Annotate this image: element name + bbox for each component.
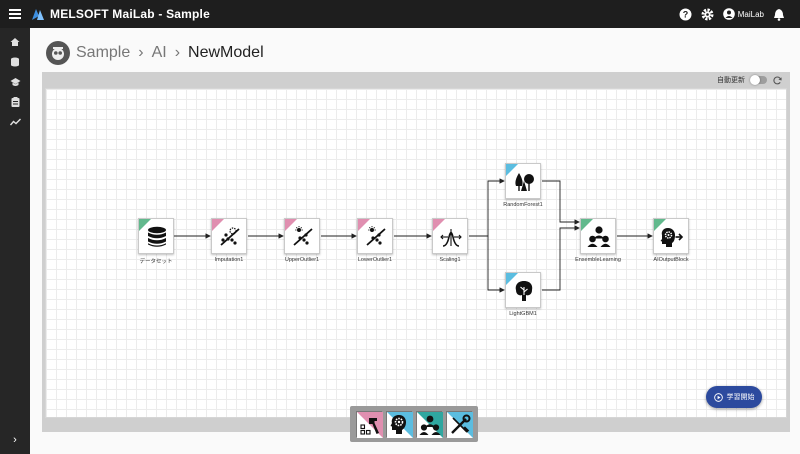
sidebar-item-report[interactable] bbox=[0, 92, 30, 112]
sidebar-item-learning[interactable] bbox=[0, 72, 30, 92]
help-icon[interactable]: ? bbox=[679, 7, 693, 21]
model-panel: 自動更新 bbox=[42, 72, 790, 432]
category-marker bbox=[433, 219, 445, 231]
model-canvas[interactable]: データセット Imputation1 bbox=[45, 88, 787, 418]
wire-scaling-forest bbox=[469, 178, 505, 237]
palette-tools-button[interactable] bbox=[446, 411, 473, 438]
database-icon bbox=[148, 226, 166, 247]
page-title: NewModel bbox=[188, 44, 264, 61]
trending-icon bbox=[9, 118, 21, 126]
account-icon bbox=[722, 8, 735, 20]
scaling-icon bbox=[440, 229, 462, 247]
node-upper-outlier[interactable] bbox=[284, 218, 320, 254]
category-marker bbox=[139, 219, 151, 231]
breadcrumb-separator: › bbox=[138, 44, 144, 61]
clipboard-icon bbox=[11, 97, 19, 107]
node-label: AIOutputBlock bbox=[653, 257, 689, 263]
auto-update-toggle[interactable] bbox=[750, 75, 767, 85]
top-bar: MELSOFT MaiLab - Sample ? MaiLab bbox=[0, 0, 800, 28]
category-marker bbox=[654, 219, 666, 231]
node-label: LightGBM1 bbox=[509, 311, 537, 317]
auto-update-label: 自動更新 bbox=[717, 77, 745, 84]
outlier-icon bbox=[366, 226, 386, 246]
home-icon bbox=[10, 38, 20, 46]
play-circle-icon bbox=[713, 392, 723, 402]
ensemble-icon bbox=[587, 226, 611, 247]
category-marker bbox=[506, 273, 518, 285]
database-icon bbox=[11, 57, 19, 67]
breadcrumb-item-sample[interactable]: Sample bbox=[76, 44, 131, 61]
node-lightgbm[interactable] bbox=[505, 272, 541, 308]
category-marker bbox=[285, 219, 297, 231]
category-marker bbox=[358, 219, 370, 231]
main-content: Sample › AI › NewModel 自動更新 bbox=[30, 28, 800, 454]
node-random-forest[interactable] bbox=[505, 163, 541, 199]
wrench-screwdriver-icon bbox=[447, 412, 473, 438]
user-label: MaiLab bbox=[737, 9, 764, 19]
node-label: Imputation1 bbox=[214, 257, 244, 263]
category-marker bbox=[506, 164, 518, 176]
node-label: Scaling1 bbox=[439, 257, 461, 263]
node-scaling[interactable] bbox=[432, 218, 468, 254]
connection-wires bbox=[174, 178, 653, 293]
app-title: MELSOFT MaiLab - Sample bbox=[50, 7, 210, 21]
sidebar-item-home[interactable] bbox=[0, 32, 30, 52]
node-ensemble[interactable] bbox=[580, 218, 616, 254]
node-label: UpperOutlier1 bbox=[284, 257, 320, 263]
school-icon bbox=[10, 78, 20, 86]
wire-scaling-gbm bbox=[469, 235, 505, 293]
breadcrumb-item-ai[interactable]: AI bbox=[151, 44, 167, 61]
palette-ensemble-button[interactable] bbox=[416, 411, 443, 438]
node-dataset[interactable] bbox=[138, 218, 174, 254]
category-marker bbox=[212, 219, 224, 231]
avatar bbox=[46, 41, 70, 65]
owl-icon bbox=[52, 47, 64, 60]
palette-ai-button[interactable] bbox=[386, 411, 413, 438]
block-palette bbox=[350, 406, 478, 442]
sidebar: › bbox=[0, 28, 30, 454]
gear-icon[interactable] bbox=[701, 7, 715, 21]
outlier-icon bbox=[293, 226, 313, 246]
forest-icon bbox=[515, 173, 534, 191]
ai-head-icon bbox=[387, 412, 413, 438]
svg-text:?: ? bbox=[683, 9, 689, 19]
wire-forest-ensemble bbox=[542, 180, 580, 225]
refresh-icon[interactable] bbox=[773, 75, 782, 85]
breadcrumb-separator: › bbox=[174, 44, 181, 61]
start-learning-label: 学習開始 bbox=[726, 394, 755, 401]
breadcrumb: Sample › AI › NewModel bbox=[46, 40, 264, 66]
node-lower-outlier[interactable] bbox=[357, 218, 393, 254]
sidebar-item-trend[interactable] bbox=[0, 112, 30, 132]
chevron-right-icon[interactable]: › bbox=[13, 434, 17, 446]
menu-icon[interactable] bbox=[0, 0, 30, 28]
node-label: RandomForest1 bbox=[503, 202, 543, 208]
output-icon bbox=[660, 228, 684, 247]
preprocess-tools-icon bbox=[357, 412, 383, 438]
node-ai-output[interactable] bbox=[653, 218, 689, 254]
node-label: EnsembleLearning bbox=[575, 257, 621, 263]
node-label: データセット bbox=[139, 259, 173, 265]
node-label: LowerOutlier1 bbox=[357, 257, 393, 263]
node-imputation[interactable] bbox=[211, 218, 247, 254]
melsoft-logo bbox=[32, 9, 44, 20]
user-menu[interactable]: MaiLab bbox=[722, 8, 764, 20]
auto-update-row: 自動更新 bbox=[717, 74, 782, 86]
wire-gbm-ensemble bbox=[542, 225, 580, 291]
bell-icon[interactable] bbox=[772, 7, 786, 21]
group-icon bbox=[417, 412, 443, 438]
sidebar-item-data[interactable] bbox=[0, 52, 30, 72]
start-learning-button[interactable]: 学習開始 bbox=[706, 386, 762, 408]
category-marker bbox=[581, 219, 593, 231]
tree-icon bbox=[515, 281, 533, 301]
imputation-icon bbox=[220, 227, 240, 246]
palette-preprocess-button[interactable] bbox=[356, 411, 383, 438]
